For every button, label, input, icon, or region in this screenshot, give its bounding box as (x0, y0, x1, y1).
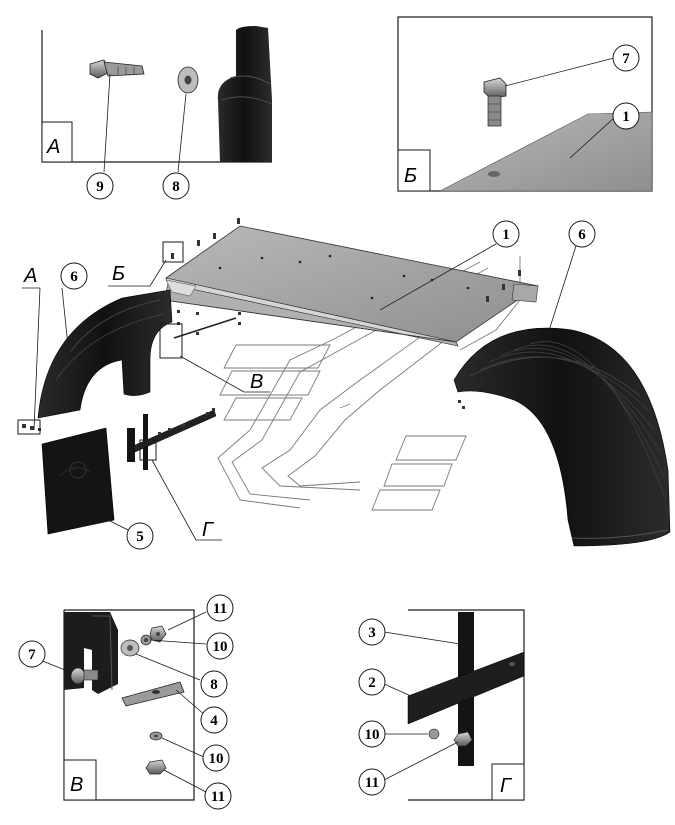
callout-10-view-v-bottom: 10 (202, 744, 230, 772)
view-a-label: А (46, 136, 60, 158)
bolt-9-icon (89, 59, 145, 79)
svg-text:1: 1 (502, 227, 510, 243)
svg-text:10: 10 (213, 639, 228, 655)
nut-11-view-g-icon (453, 731, 473, 747)
callout-8: 8 (162, 172, 190, 200)
mud-flap-5 (22, 424, 115, 535)
bolt-7-view-v-icon (70, 667, 99, 685)
nut-11-lower-icon (145, 759, 167, 775)
svg-text:6: 6 (70, 269, 78, 285)
callout-3: 3 (358, 618, 386, 646)
callout-2: 2 (358, 668, 386, 696)
svg-text:2: 2 (368, 675, 376, 691)
view-b-inset: Б 7 1 (397, 16, 653, 192)
callout-6-left: 6 (60, 262, 88, 290)
washer-8-icon (177, 66, 199, 94)
lock-washer-10-icon (140, 634, 152, 646)
svg-text:10: 10 (365, 727, 380, 743)
strip-4-icon (121, 681, 185, 707)
fender-fragment-icon (217, 26, 273, 162)
callout-8-view-v: 8 (200, 670, 228, 698)
svg-text:1: 1 (622, 109, 630, 125)
main-assembly: А Б В Г 6 1 6 5 (17, 218, 671, 550)
platform-panel-1 (163, 218, 540, 347)
view-a-marker: А (23, 265, 37, 287)
callout-11-view-v-bottom: 11 (204, 782, 232, 810)
ghost-outlines (217, 256, 521, 511)
washer-10-view-g-icon (428, 728, 440, 740)
panel-bolts (171, 218, 521, 302)
callout-10-view-g: 10 (358, 720, 386, 748)
callout-5: 5 (126, 522, 154, 550)
callout-11-view-v-top: 11 (206, 594, 234, 622)
view-g-marker: Г (202, 519, 215, 541)
svg-text:9: 9 (96, 179, 104, 195)
view-v-inset: В (18, 594, 234, 810)
callout-4-view-v: 4 (200, 706, 228, 734)
callout-7: 7 (612, 44, 640, 72)
view-b-marker: Б (112, 263, 125, 285)
callout-9: 9 (86, 172, 114, 200)
horizontal-strip-2-icon (407, 651, 525, 725)
view-b-label: Б (404, 165, 417, 187)
svg-text:11: 11 (365, 775, 379, 791)
view-v-marker: В (250, 371, 263, 393)
nut-11-icon (149, 625, 167, 643)
view-v-label: В (70, 774, 83, 796)
right-fender (453, 327, 671, 547)
bracket-strips (127, 408, 217, 470)
callout-10-view-v-top: 10 (206, 632, 234, 660)
svg-text:7: 7 (28, 647, 36, 663)
lock-washer-10-lower-icon (149, 731, 163, 741)
callout-6-right: 6 (568, 220, 596, 248)
svg-text:11: 11 (213, 601, 227, 617)
svg-text:7: 7 (622, 51, 630, 67)
callout-11-view-g: 11 (358, 768, 386, 796)
callout-7-view-v: 7 (18, 640, 46, 668)
callout-1-top: 1 (612, 102, 640, 130)
fender-bracket-fragment-icon (64, 612, 118, 694)
svg-text:6: 6 (578, 227, 586, 243)
svg-text:8: 8 (210, 677, 218, 693)
callout-1-main: 1 (492, 220, 520, 248)
svg-text:8: 8 (172, 179, 180, 195)
view-g-label: Г (500, 775, 513, 797)
svg-text:4: 4 (210, 713, 218, 729)
washer-8-view-v-icon (120, 639, 140, 657)
left-fender (37, 289, 241, 419)
view-a-inset: А 9 8 (41, 26, 273, 200)
svg-text:11: 11 (211, 789, 225, 805)
svg-text:3: 3 (368, 625, 376, 641)
svg-text:10: 10 (209, 751, 224, 767)
view-g-inset: Г 3 2 10 11 (358, 609, 525, 801)
svg-text:5: 5 (136, 529, 144, 545)
bolt-7-icon (483, 77, 507, 127)
